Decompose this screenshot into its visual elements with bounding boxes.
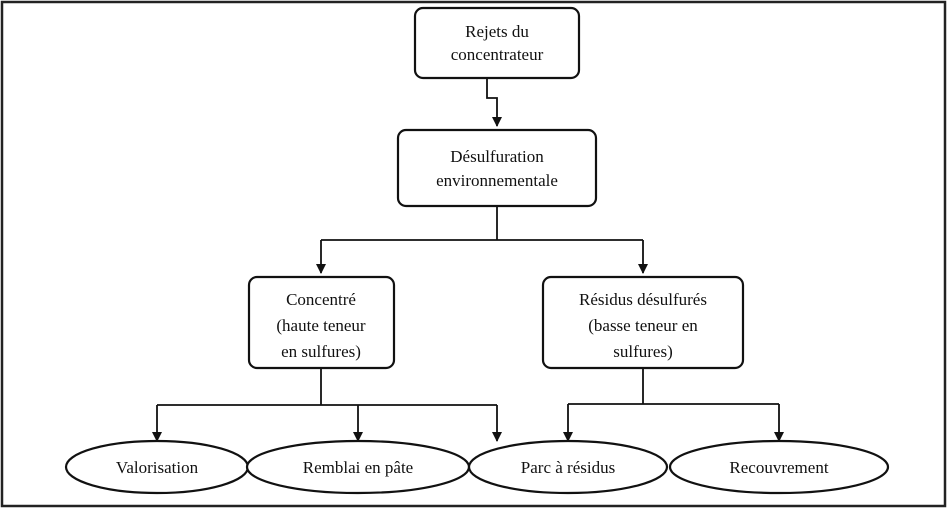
node-parc-label: Parc à résidus — [521, 458, 615, 477]
node-concentre: Concentré (haute teneur en sulfures) — [247, 275, 396, 370]
node-recouvrement-label: Recouvrement — [729, 458, 828, 477]
node-remblai: Remblai en pâte — [245, 439, 471, 495]
node-rejets-line-2: concentrateur — [451, 45, 544, 64]
node-desulfuration: Désulfuration environnementale — [396, 128, 598, 208]
node-residus-line-3: sulfures) — [613, 342, 672, 361]
edge-rejets-to-desulfuration — [486, 78, 502, 127]
node-rejets: Rejets du concentrateur — [413, 6, 581, 80]
node-residus-line-2: (basse teneur en — [588, 316, 698, 335]
node-remblai-label: Remblai en pâte — [303, 458, 413, 477]
node-rejets-line-1: Rejets du — [465, 22, 529, 41]
node-residus-line-1: Résidus désulfurés — [579, 290, 707, 309]
node-parc: Parc à résidus — [467, 439, 669, 495]
node-residus: Résidus désulfurés (basse teneur en sulf… — [541, 275, 745, 370]
node-desulfuration-line-1: Désulfuration — [450, 147, 544, 166]
node-concentre-line-3: en sulfures) — [281, 342, 361, 361]
node-valorisation-label: Valorisation — [116, 458, 199, 477]
node-concentre-line-1: Concentré — [286, 290, 356, 309]
node-valorisation: Valorisation — [64, 439, 250, 495]
node-desulfuration-line-2: environnementale — [436, 171, 558, 190]
node-recouvrement: Recouvrement — [668, 439, 890, 495]
node-concentre-line-2: (haute teneur — [276, 316, 366, 335]
